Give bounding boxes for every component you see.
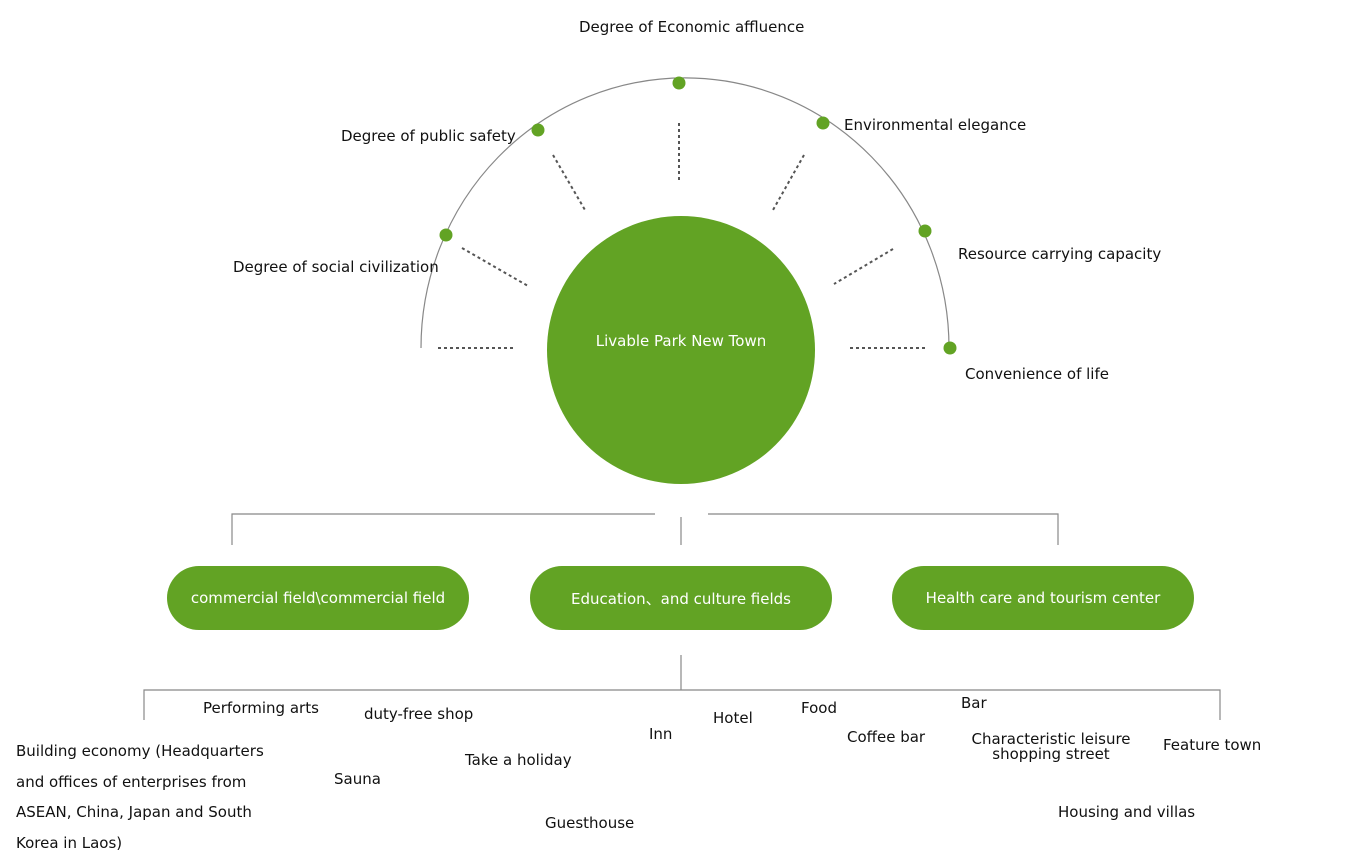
dot-social [440,229,453,242]
field-health: Health care and tourism center [892,566,1194,630]
item-feature-town: Feature town [1163,736,1261,754]
label-economic-affluence: Degree of Economic affluence [579,18,804,36]
field-health-label: Health care and tourism center [926,589,1161,607]
item-housing-villas: Housing and villas [1058,803,1195,821]
item-guesthouse: Guesthouse [545,814,634,832]
field-commercial: commercial field\commercial field [167,566,469,630]
field-commercial-label: commercial field\commercial field [191,589,445,607]
dash-social [462,248,528,286]
item-building-economy-line: Building economy (Headquarters [16,736,264,767]
item-building-economy-line: ASEAN, China, Japan and South [16,797,264,828]
item-leisure-street: Characteristic leisure shopping street [965,732,1137,762]
center-circle [547,216,815,484]
field-education: Education、and culture fields [530,566,832,630]
dash-environment [773,155,804,210]
label-convenience: Convenience of life [965,365,1109,383]
field-education-label: Education、and culture fields [571,588,791,609]
dash-resource [834,249,893,284]
item-performing-arts: Performing arts [203,699,319,717]
item-sauna: Sauna [334,770,381,788]
dot-safety [532,124,545,137]
dot-economic [673,77,686,90]
item-building-economy-line: and offices of enterprises from [16,767,264,798]
dot-convenience [944,342,957,355]
center-label: Livable Park New Town [548,332,814,350]
item-inn: Inn [649,725,672,743]
field-bracket [232,514,1058,545]
item-building-economy-line: Korea in Laos) [16,828,264,858]
item-building-economy: Building economy (Headquarters and offic… [16,736,264,858]
label-social-civilization: Degree of social civilization [233,258,439,276]
dot-environment [817,117,830,130]
item-take-holiday: Take a holiday [465,751,572,769]
label-environmental-elegance: Environmental elegance [844,116,1026,134]
dash-safety [553,155,585,210]
label-resource-capacity: Resource carrying capacity [958,245,1161,263]
dot-resource [919,225,932,238]
item-leisure-street-line: shopping street [965,747,1137,762]
item-coffee-bar: Coffee bar [847,728,925,746]
item-duty-free: duty-free shop [364,705,473,723]
item-hotel: Hotel [713,709,753,727]
item-food: Food [801,699,837,717]
label-public-safety: Degree of public safety [341,127,516,145]
item-bar: Bar [961,694,987,712]
